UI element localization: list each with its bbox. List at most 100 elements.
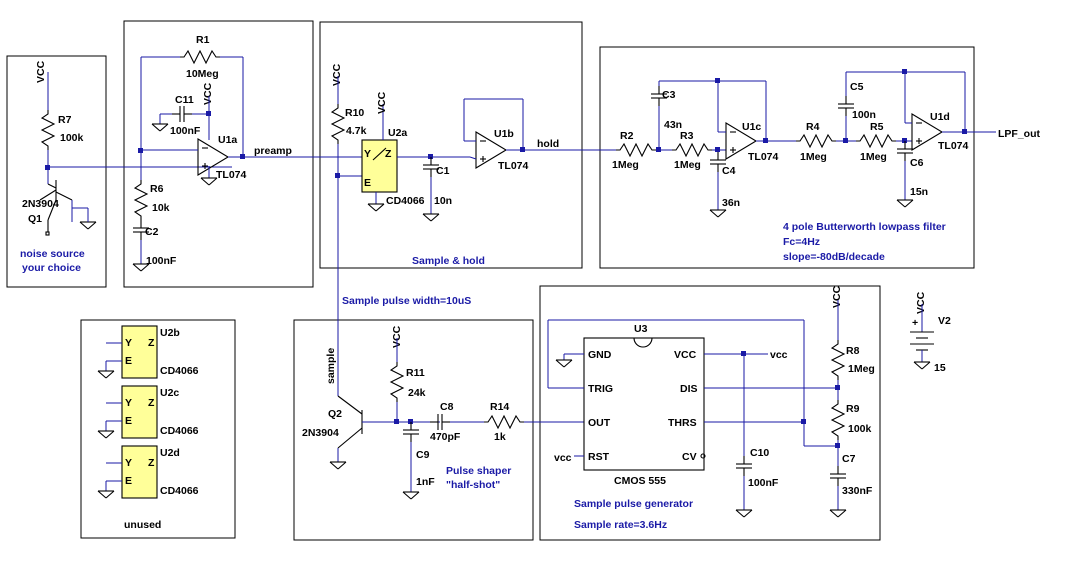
switch-u2b bbox=[121, 325, 158, 379]
u2b-pin-y: Y bbox=[125, 337, 132, 349]
capacitor-c7 bbox=[829, 465, 847, 487]
r11-value: 24k bbox=[408, 387, 426, 399]
u2c-pin-e: E bbox=[125, 415, 132, 427]
r10-label: R10 bbox=[345, 107, 364, 119]
c5-value: 100n bbox=[852, 109, 876, 121]
c3-label: C3 bbox=[662, 89, 676, 101]
resistor-r8 bbox=[831, 339, 845, 381]
q2-part: 2N3904 bbox=[302, 427, 339, 439]
note-pulse-generator: Sample pulse generator bbox=[574, 498, 693, 510]
note-sample-rate: Sample rate=3.6Hz bbox=[574, 519, 667, 531]
r7-value: 100k bbox=[60, 132, 84, 144]
sample-hold-section: VCC R10 4.7k Y Z E VCC U2a CD4066 C1 10n… bbox=[262, 63, 598, 396]
ic-u3-cmos555 bbox=[583, 337, 705, 471]
resistor-r11 bbox=[390, 361, 404, 403]
v2-value: 15 bbox=[934, 362, 946, 374]
c9-value: 1nF bbox=[416, 476, 435, 488]
block-boxes bbox=[6, 20, 975, 541]
u1d-part: TL074 bbox=[938, 140, 969, 152]
r1-label: R1 bbox=[196, 34, 210, 46]
box-pulse-shaper bbox=[293, 319, 534, 541]
switch-u2d bbox=[121, 445, 158, 499]
u1d-label: U1d bbox=[930, 111, 950, 123]
u2b-pin-e: E bbox=[125, 355, 132, 367]
c7-value: 330nF bbox=[842, 485, 873, 497]
u2a-label: U2a bbox=[388, 127, 407, 139]
c4-value: 36n bbox=[722, 197, 740, 209]
u1b-part: TL074 bbox=[498, 160, 529, 172]
vcc-label-r8: VCC bbox=[831, 285, 843, 308]
resistor-r1 bbox=[179, 50, 221, 64]
u2d-pin-z: Z bbox=[148, 457, 155, 469]
note-half-shot: "half-shot" bbox=[446, 479, 500, 491]
c10-value: 100nF bbox=[748, 477, 779, 489]
vcc-label-rst: vcc bbox=[554, 452, 572, 464]
resistor-r3 bbox=[671, 143, 713, 157]
pulse-shaper-section: Sample pulse width=10uS sample Q2 2N3904… bbox=[302, 295, 584, 500]
u2c-pin-z: Z bbox=[148, 397, 155, 409]
resistor-r9 bbox=[831, 399, 845, 441]
u1a-label: U1a bbox=[218, 134, 237, 146]
q1-label: Q1 bbox=[28, 213, 42, 225]
r1-value: 10Meg bbox=[186, 68, 219, 80]
u2a-part: CD4066 bbox=[386, 195, 425, 207]
r6-value: 10k bbox=[152, 202, 170, 214]
box-lowpass-filter bbox=[599, 46, 975, 269]
resistor-r5 bbox=[855, 134, 897, 148]
r4-value: 1Meg bbox=[800, 151, 827, 163]
c10-label: C10 bbox=[750, 447, 769, 459]
vcc-label-r11: VCC bbox=[391, 325, 403, 348]
pin-dis: DIS bbox=[680, 383, 698, 395]
note-filter-fc: Fc=4Hz bbox=[783, 236, 820, 248]
r2-value: 1Meg bbox=[612, 159, 639, 171]
u2d-pin-e: E bbox=[125, 475, 132, 487]
supply-section: VCC + V2 15 bbox=[910, 291, 951, 374]
resistor-r10 bbox=[331, 103, 345, 145]
u2d-pin-y: Y bbox=[125, 457, 132, 469]
c2-value: 100nF bbox=[146, 255, 177, 267]
u3-part: CMOS 555 bbox=[614, 475, 666, 487]
r3-value: 1Meg bbox=[674, 159, 701, 171]
net-lpf-out-label: LPF_out bbox=[998, 128, 1040, 140]
r9-label: R9 bbox=[846, 403, 860, 415]
c1-label: C1 bbox=[436, 165, 450, 177]
u2c-pin-y: Y bbox=[125, 397, 132, 409]
resistor-r14 bbox=[483, 415, 525, 429]
r9-value: 100k bbox=[848, 423, 872, 435]
c4-label: C4 bbox=[722, 165, 736, 177]
switch-u2c bbox=[121, 385, 158, 439]
c5-label: C5 bbox=[850, 81, 864, 93]
r4-label: R4 bbox=[806, 121, 820, 133]
box-noise-source bbox=[6, 55, 107, 288]
r8-label: R8 bbox=[846, 345, 860, 357]
u2a-pin-e: E bbox=[364, 177, 371, 189]
r5-value: 1Meg bbox=[860, 151, 887, 163]
box-preamp bbox=[123, 20, 314, 288]
pin-out: OUT bbox=[588, 417, 611, 429]
note-unused: unused bbox=[124, 519, 161, 531]
net-hold-label: hold bbox=[537, 138, 559, 150]
box-pulse-generator bbox=[539, 285, 881, 541]
switch-u2a bbox=[361, 139, 398, 193]
note-noise-source: noise source bbox=[20, 248, 85, 260]
box-sample-hold bbox=[319, 21, 583, 269]
u1a-part: TL074 bbox=[216, 169, 247, 181]
note-pulse-shaper: Pulse shaper bbox=[446, 465, 511, 477]
q2-label: Q2 bbox=[328, 408, 342, 420]
pin-vcc: VCC bbox=[674, 349, 697, 361]
box-unused bbox=[80, 319, 236, 539]
u2c-label: U2c bbox=[160, 387, 179, 399]
r2-label: R2 bbox=[620, 130, 634, 142]
resistor-r2 bbox=[615, 143, 657, 157]
r11-label: R11 bbox=[406, 367, 425, 379]
r14-value: 1k bbox=[494, 431, 506, 443]
r3-label: R3 bbox=[680, 130, 694, 142]
r5-label: R5 bbox=[870, 121, 884, 133]
lowpass-filter-section: R2 1Meg C3 43n R3 1Meg C4 36n U1c TL074 … bbox=[598, 69, 1040, 263]
resistor-r7 bbox=[41, 109, 55, 151]
note-filter-title: 4 pole Butterworth lowpass filter bbox=[783, 221, 946, 233]
capacitor-c11 bbox=[171, 105, 193, 123]
r6-label: R6 bbox=[150, 183, 164, 195]
pin-cv: CV bbox=[682, 451, 697, 463]
